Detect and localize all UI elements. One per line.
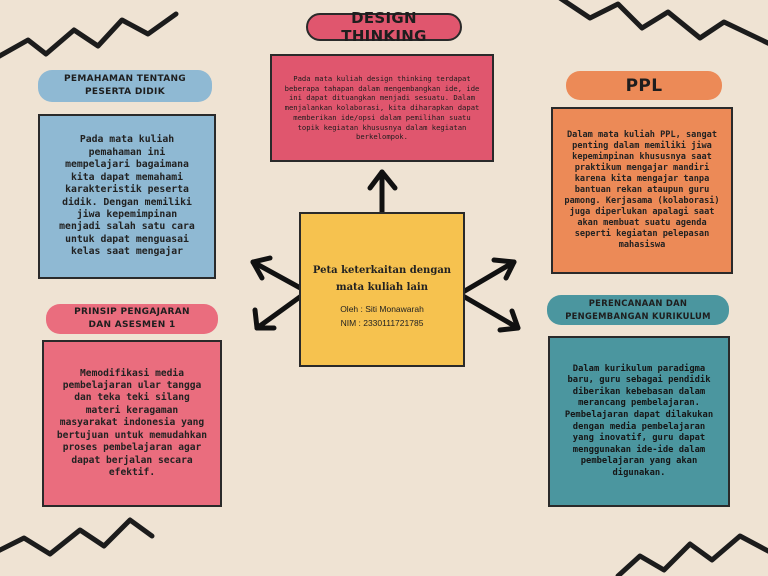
arrow-left-up (250, 259, 307, 293)
arrow-left-up-head (250, 255, 273, 281)
design-thinking-text: Pada mata kuliah design thinking terdapa… (284, 73, 480, 142)
kurikulum-card: Dalam kurikulum paradigma baru, guru seb… (548, 336, 730, 507)
scribble-bottom-right (615, 533, 768, 576)
kurikulum-title: PERENCANAAN DAN PENGEMBANGAN KURIKULUM (547, 295, 729, 325)
ppl-card: Dalam mata kuliah PPL, sangat penting da… (551, 107, 733, 274)
center-node: Peta keterkaitan dengan mata kuliah lain… (299, 212, 465, 367)
ppl-text: Dalam mata kuliah PPL, sangat penting da… (564, 130, 720, 250)
scribble-bottom-left (0, 517, 155, 557)
arrow-left-down-head (252, 307, 277, 331)
arrow-up-head (367, 169, 398, 191)
prinsip-title: PRINSIP PENGAJARAN DAN ASESMEN 1 (46, 304, 218, 334)
prinsip-text: Memodifikasi media pembelajaran ular tan… (56, 367, 208, 478)
ppl-title: PPL (566, 71, 722, 100)
center-author: Oleh : Siti Monawarah (340, 304, 424, 314)
design-thinking-title: DESIGN THINKING (306, 9, 462, 45)
pemahaman-card: Pada mata kuliah pemahaman ini mempelaja… (38, 114, 216, 279)
design-thinking-card: Pada mata kuliah design thinking terdapa… (270, 54, 494, 162)
center-nim: NIM : 2330111721785 (340, 318, 424, 328)
arrow-right-up (460, 259, 517, 295)
pemahaman-text: Pada mata kuliah pemahaman ini mempelaja… (59, 134, 195, 258)
arrow-right-up-head (491, 257, 517, 281)
scribble-top-right (558, 0, 768, 46)
pemahaman-title: PEMAHAMAN TENTANG PESERTA DIDIK (38, 70, 212, 102)
arrow-left-down (254, 291, 307, 331)
scribble-top-left (0, 11, 179, 59)
center-title: Peta keterkaitan dengan mata kuliah lain (312, 265, 452, 293)
prinsip-card: Memodifikasi media pembelajaran ular tan… (42, 340, 222, 507)
arrow-right-down (460, 293, 521, 331)
kurikulum-text: Dalam kurikulum paradigma baru, guru seb… (564, 363, 714, 478)
arrow-right-down-head (497, 308, 521, 333)
